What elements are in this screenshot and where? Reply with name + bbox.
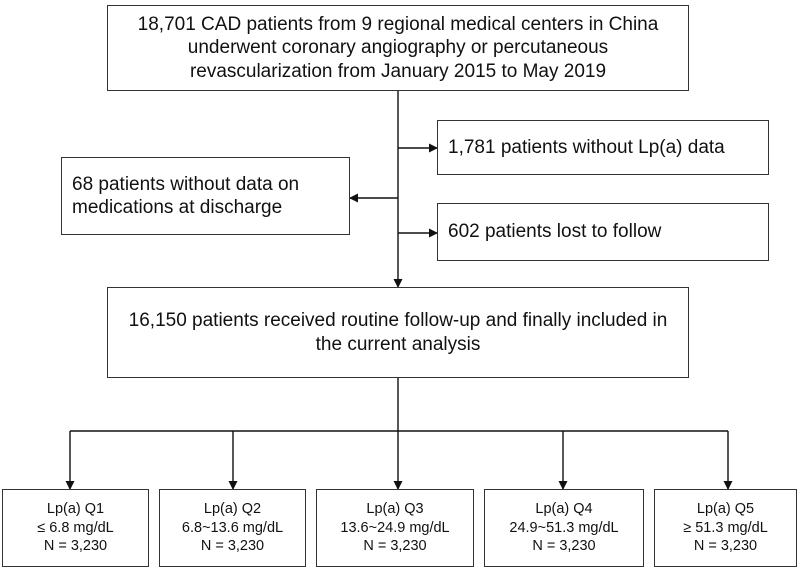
quintile-range: 6.8~13.6 mg/dL <box>181 519 284 536</box>
exclusion-lost-box: 602 patients lost to follow <box>437 203 769 261</box>
exclusion-no-meds-text: 68 patients without data on medications … <box>72 173 300 218</box>
quintile-range: 24.9~51.3 mg/dL <box>509 519 619 536</box>
quintile-q5-box: Lp(a) Q5 ≥ 51.3 mg/dL N = 3,230 <box>654 489 797 567</box>
quintile-count: N = 3,230 <box>43 538 108 555</box>
quintile-q2-box: Lp(a) Q2 6.8~13.6 mg/dL N = 3,230 <box>159 489 306 567</box>
enrollment-box: 18,701 CAD patients from 9 regional medi… <box>107 5 689 91</box>
quintile-range: ≥ 51.3 mg/dL <box>683 519 768 536</box>
quintile-count: N = 3,230 <box>693 538 758 555</box>
quintile-q1-box: Lp(a) Q1 ≤ 6.8 mg/dL N = 3,230 <box>2 489 149 567</box>
enrollment-text: 18,701 CAD patients from 9 regional medi… <box>137 14 659 82</box>
quintile-label: Lp(a) Q2 <box>203 501 262 518</box>
included-box: 16,150 patients received routine follow-… <box>107 287 689 378</box>
quintile-count: N = 3,230 <box>532 538 596 555</box>
included-text: 16,150 patients received routine follow-… <box>128 310 668 355</box>
quintile-label: Lp(a) Q3 <box>366 501 424 518</box>
quintile-count: N = 3,230 <box>200 538 265 555</box>
exclusion-lost-text: 602 patients lost to follow <box>448 221 662 243</box>
quintile-q4-box: Lp(a) Q4 24.9~51.3 mg/dL N = 3,230 <box>484 489 644 567</box>
exclusion-no-meds-box: 68 patients without data on medications … <box>61 157 350 235</box>
exclusion-no-lpa-text: 1,781 patients without Lp(a) data <box>448 136 725 158</box>
quintile-range: 13.6~24.9 mg/dL <box>340 519 450 536</box>
quintile-label: Lp(a) Q4 <box>535 501 593 518</box>
quintile-label: Lp(a) Q5 <box>696 501 755 518</box>
quintile-range: ≤ 6.8 mg/dL <box>37 519 114 536</box>
exclusion-no-lpa-box: 1,781 patients without Lp(a) data <box>437 120 769 175</box>
quintile-count: N = 3,230 <box>363 538 427 555</box>
quintile-q3-box: Lp(a) Q3 13.6~24.9 mg/dL N = 3,230 <box>316 489 474 567</box>
quintile-label: Lp(a) Q1 <box>46 501 105 518</box>
